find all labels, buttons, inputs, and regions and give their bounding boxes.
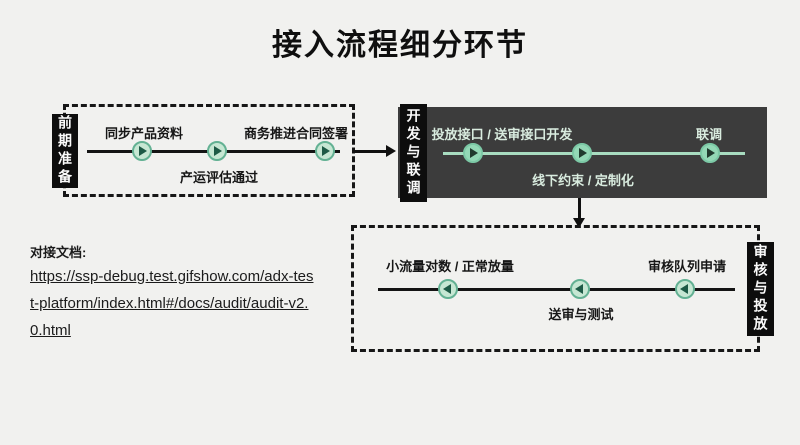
play-left-icon	[680, 284, 688, 294]
play-right-icon	[470, 148, 478, 158]
play-left-icon	[443, 284, 451, 294]
milestone-label: 联调	[695, 127, 723, 142]
timeline-line	[378, 288, 735, 291]
stage-dev-box: 开发与联调 投放接口 / 送审接口开发 联调 线下约束 / 定制化	[398, 103, 767, 202]
docs-url-link[interactable]: https://ssp-debug.test.gifshow.com/adx-t…	[30, 268, 314, 339]
play-right-icon	[214, 146, 222, 156]
milestone-label: 送审与测试	[548, 307, 614, 322]
milestone-label: 产运评估通过	[179, 170, 259, 185]
milestone-marker	[315, 141, 335, 161]
docs-label: 对接文档:	[30, 245, 87, 260]
milestone-marker	[675, 279, 695, 299]
milestone-label: 投放接口 / 送审接口开发	[431, 127, 573, 142]
play-left-icon	[575, 284, 583, 294]
milestone-marker	[570, 279, 590, 299]
stage-prep-box: 前期准备 同步产品资料 商务推进合同签署 产运评估通过	[52, 104, 355, 197]
arrow-dev-to-audit	[573, 198, 585, 228]
stage-audit-label: 审核与投放	[747, 241, 774, 336]
page-title: 接入流程细分环节	[272, 29, 528, 62]
milestone-label: 线下约束 / 定制化	[532, 173, 634, 188]
milestone-label: 商务推进合同签署	[243, 126, 349, 141]
play-right-icon	[707, 148, 715, 158]
stage-dev-label: 开发与联调	[400, 103, 427, 202]
milestone-marker	[463, 143, 483, 163]
milestone-label: 审核队列申请	[647, 259, 727, 274]
milestone-marker	[700, 143, 720, 163]
play-right-icon	[139, 146, 147, 156]
milestone-marker	[207, 141, 227, 161]
stage-prep-label: 前期准备	[52, 113, 78, 188]
timeline-line	[443, 152, 745, 155]
play-right-icon	[322, 146, 330, 156]
play-right-icon	[579, 148, 587, 158]
milestone-label: 同步产品资料	[104, 126, 184, 141]
arrow-prep-to-dev	[352, 145, 396, 157]
milestone-marker	[438, 279, 458, 299]
milestone-marker	[132, 141, 152, 161]
milestone-label: 小流量对数 / 正常放量	[386, 259, 514, 274]
milestone-marker	[572, 143, 592, 163]
stage-audit-box: 审核与投放 小流量对数 / 正常放量 审核队列申请 送审与测试	[351, 225, 774, 352]
